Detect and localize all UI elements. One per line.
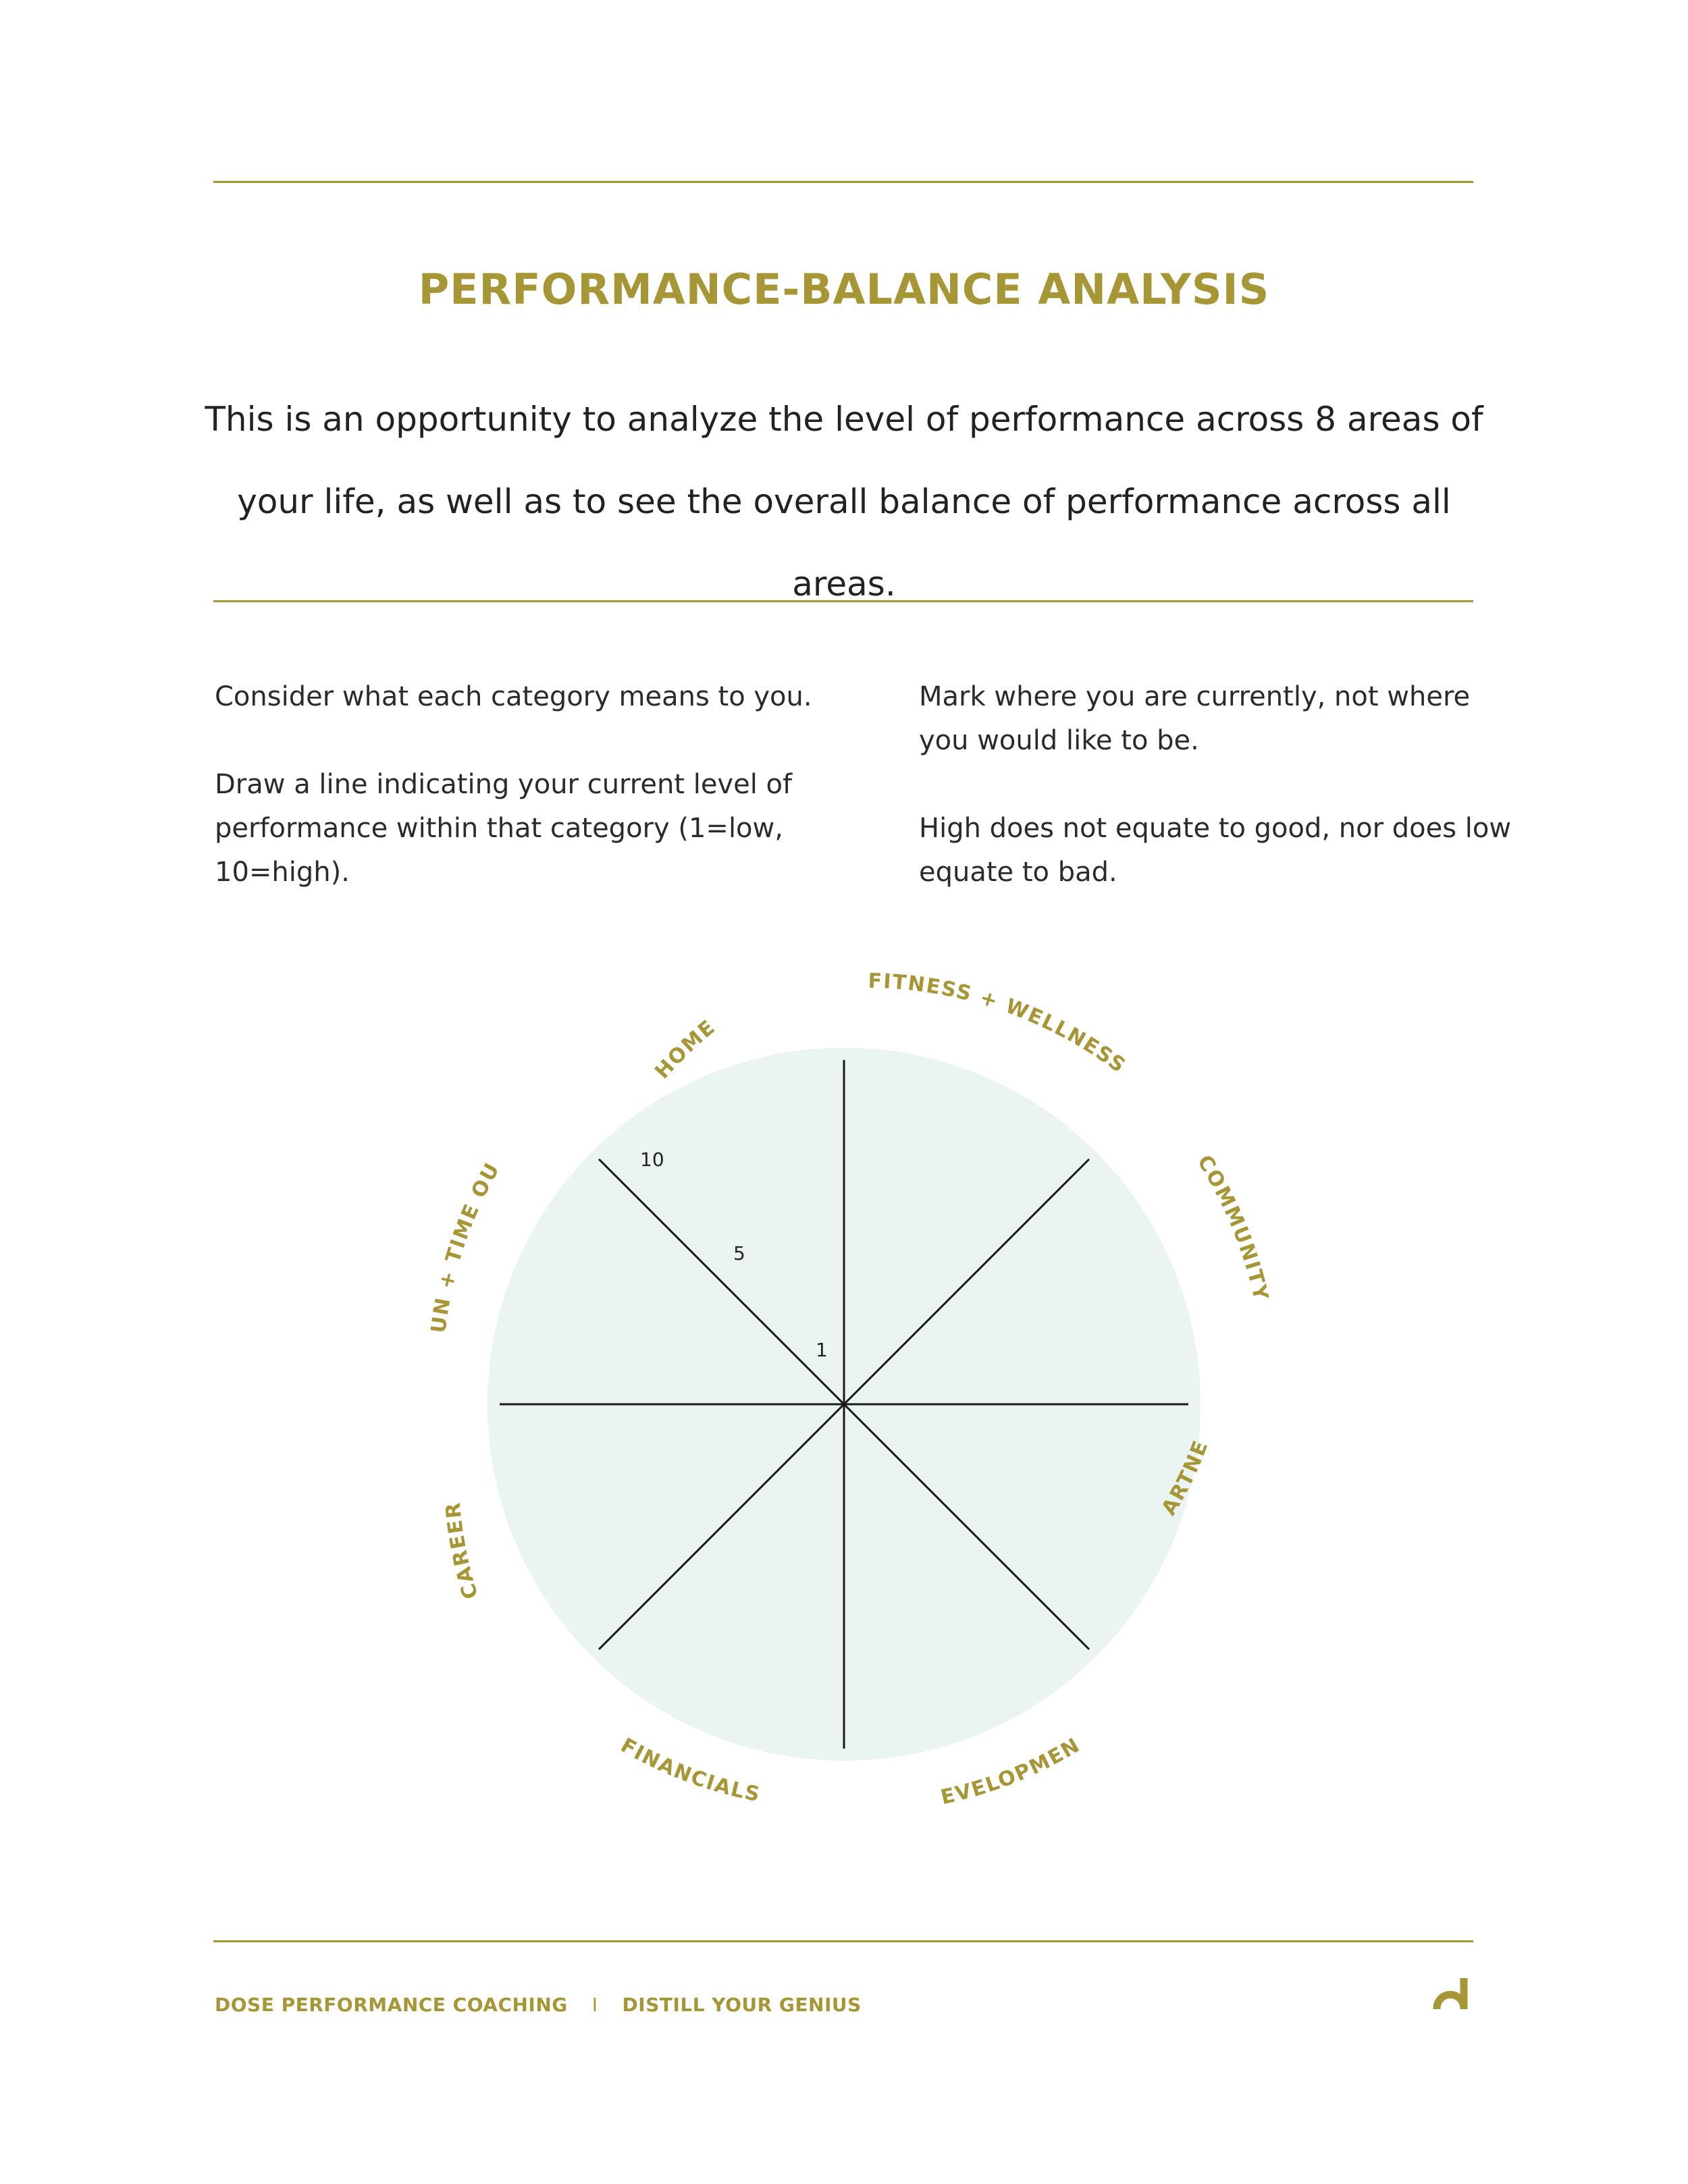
bottom-divider: [213, 1940, 1473, 1942]
scale-label-10: 10: [640, 1148, 664, 1171]
category-label-community: COMMUNITY: [1192, 1151, 1273, 1304]
category-label-career: CAREER: [442, 1500, 483, 1601]
top-divider: [213, 181, 1473, 183]
intro-line-2: your life, as well as to see the overall…: [237, 482, 1451, 604]
intro-line-1: This is an opportunity to analyze the le…: [205, 400, 1483, 439]
instructions-right: Mark where you are currently, not where …: [919, 675, 1527, 938]
instruction-paragraph: Draw a line indicating your current leve…: [215, 769, 793, 888]
wheel-spokes: [500, 1060, 1188, 1749]
footer-brand: DOSE PERFORMANCE COACHING: [215, 1994, 568, 2016]
page-title: PERFORMANCE-BALANCE ANALYSIS: [418, 265, 1270, 314]
middle-divider: [213, 600, 1473, 602]
footer-separator: I: [591, 1994, 598, 2016]
instruction-paragraph: Mark where you are currently, not where …: [919, 681, 1471, 756]
footer-tagline: DISTILL YOUR GENIUS: [622, 1994, 862, 2016]
scale-label-5: 5: [733, 1242, 745, 1264]
d-logo-icon: [1430, 1978, 1477, 2009]
instruction-paragraph: High does not equate to good, nor does l…: [919, 813, 1512, 888]
wheel-spoke: [598, 1158, 1090, 1651]
intro-text: This is an opportunity to analyze the le…: [203, 378, 1485, 625]
footer: DOSE PERFORMANCE COACHING I DISTILL YOUR G…: [215, 1994, 862, 2016]
instructions-left: Consider what each category means to you…: [215, 675, 822, 938]
category-label-fun-time-out: FUN + TIME OUT: [0, 0, 505, 1335]
scale-label-1: 1: [816, 1339, 828, 1361]
instruction-paragraph: Consider what each category means to you…: [215, 681, 812, 712]
category-label-home: HOME: [650, 1015, 720, 1084]
